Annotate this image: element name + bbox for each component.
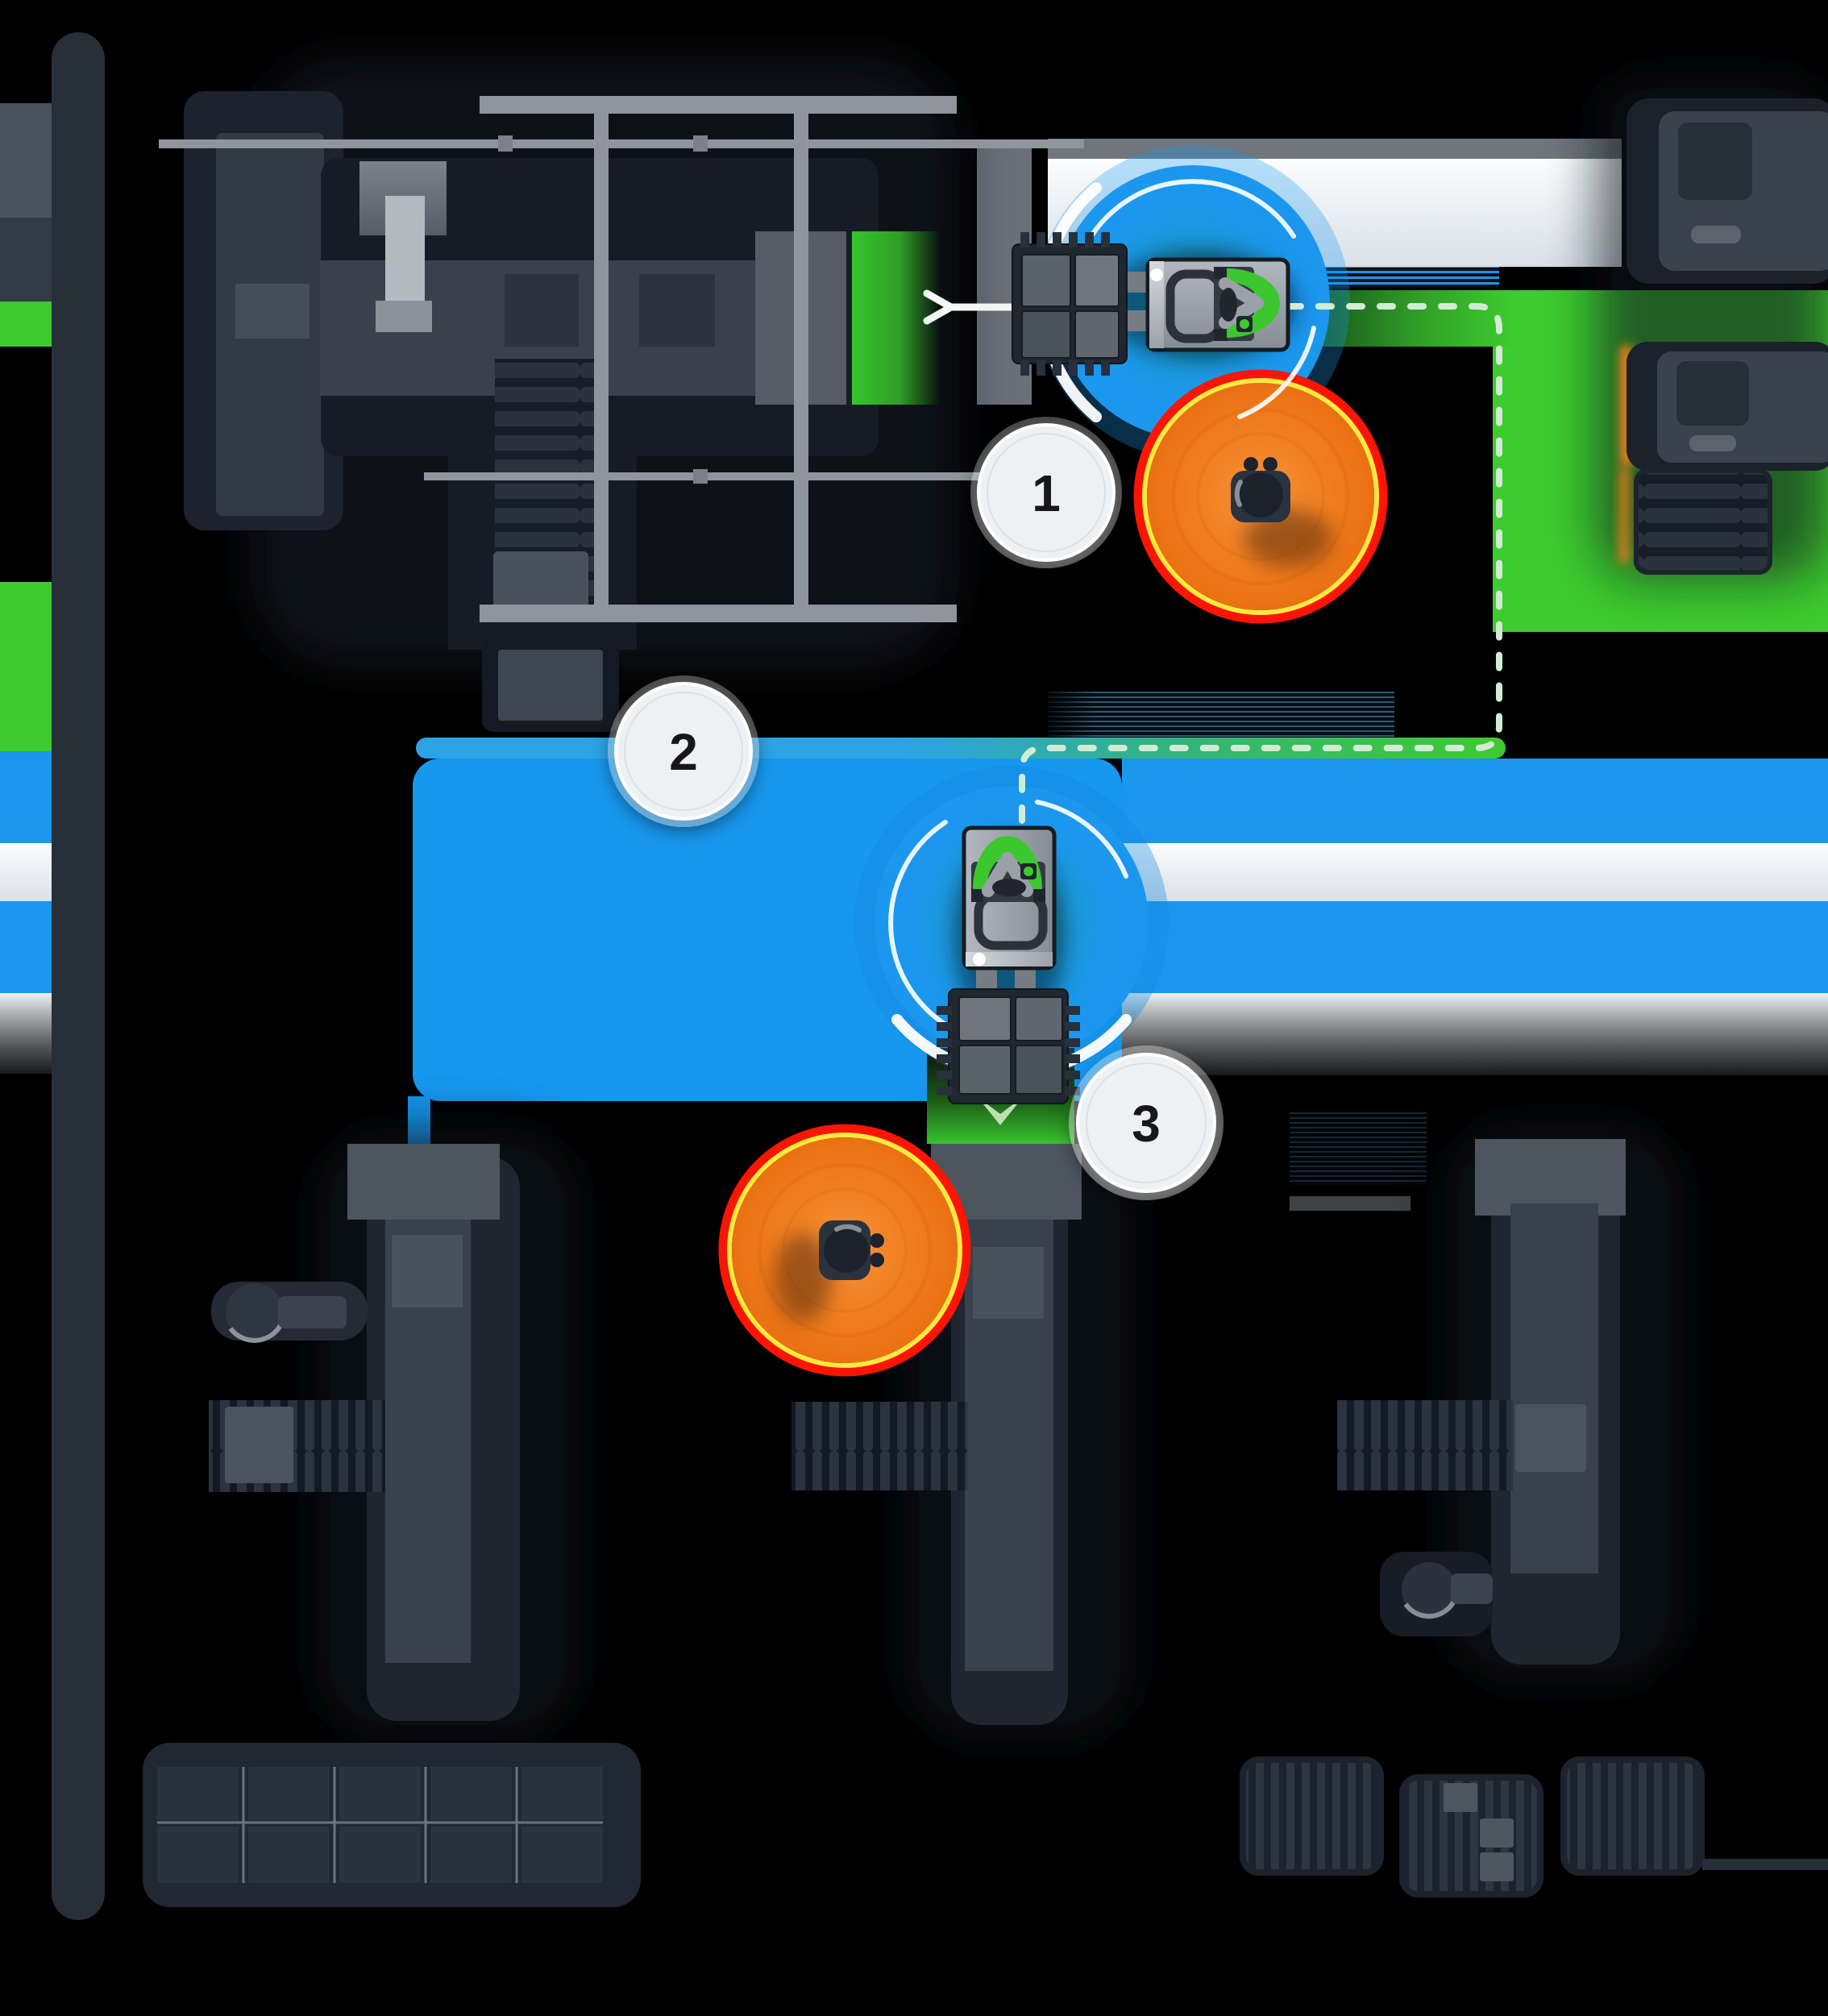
gantry-column xyxy=(594,105,609,614)
pallet-boxes-small xyxy=(1444,1783,1514,1881)
wall-shadow xyxy=(105,48,155,1902)
roller-highlight xyxy=(228,1324,283,1343)
station-conveyor xyxy=(1337,1400,1513,1490)
marker-circle[interactable] xyxy=(1076,1053,1216,1193)
gantry-rails xyxy=(159,96,1084,622)
lane-fade xyxy=(1048,692,1096,738)
station-conveyor xyxy=(791,1402,967,1490)
rail-node xyxy=(498,135,513,152)
lane-gray-remnant xyxy=(1290,1196,1410,1211)
worker-1-group xyxy=(1133,369,1388,624)
marker-circle[interactable] xyxy=(614,682,753,821)
lane-gray xyxy=(1048,139,1622,159)
station-right xyxy=(1337,1120,1685,1685)
marker-inner-ring xyxy=(624,692,743,811)
dock-handle xyxy=(1691,226,1741,243)
lane-stub-darkgray xyxy=(0,218,52,301)
gantry-beam-bottom xyxy=(480,605,957,622)
worker-2-group xyxy=(718,1124,971,1377)
zone-ripple xyxy=(1171,407,1350,586)
storage-rack xyxy=(143,1743,641,1907)
lane-fine-stripes xyxy=(1048,692,1394,738)
lane-white xyxy=(1122,843,1828,901)
step-marker-1[interactable]: 1 xyxy=(970,417,1122,568)
conveyor-package xyxy=(225,1407,293,1483)
floor-ledge xyxy=(1702,1859,1828,1870)
floor-pallet xyxy=(1560,1756,1705,1876)
marker-inner-ring xyxy=(1086,1062,1207,1183)
lane-white xyxy=(1122,993,1828,1075)
marker-2-label: 2 xyxy=(669,723,698,781)
cart-roller xyxy=(1402,1562,1456,1617)
lane-stub-green xyxy=(0,582,52,751)
station-column xyxy=(1510,1203,1598,1573)
zone-ripple xyxy=(757,1162,933,1338)
charging-dock-2-active xyxy=(1618,342,1828,575)
dock-handle xyxy=(1689,435,1736,451)
conveyor-package xyxy=(1515,1404,1586,1472)
production-machinery xyxy=(159,56,1084,732)
dock-port xyxy=(1676,361,1749,426)
floor-pallets xyxy=(1240,1756,1828,1898)
pickup-zone xyxy=(852,231,939,405)
machine-die xyxy=(639,274,715,347)
marker-3-label: 3 xyxy=(1132,1095,1161,1153)
hand-cart xyxy=(1380,1552,1493,1636)
floor-pallet xyxy=(1240,1756,1384,1876)
charging-dock-1 xyxy=(1627,98,1828,284)
lane-stub-green xyxy=(0,301,52,347)
rack-cells xyxy=(157,1767,603,1883)
wall-column xyxy=(52,32,105,1920)
station-hatch xyxy=(973,1247,1044,1319)
gantry-rail xyxy=(424,472,1072,480)
cart-pad xyxy=(1451,1573,1493,1604)
lane-stub-blue xyxy=(0,901,52,993)
step-marker-2[interactable]: 2 xyxy=(608,675,759,827)
station-head xyxy=(347,1144,500,1220)
gantry-rail xyxy=(159,139,1084,148)
rail-node xyxy=(693,135,708,152)
lane-stub-white xyxy=(0,843,52,901)
machine-block xyxy=(235,284,310,339)
lane-stub-white xyxy=(0,993,52,1074)
gantry-column xyxy=(794,105,808,614)
dropoff-chevron-icon xyxy=(977,1096,1024,1125)
marker-1-label: 1 xyxy=(1032,464,1061,522)
lane-blue xyxy=(1122,759,1828,843)
marker-inner-ring xyxy=(987,433,1106,552)
lane-blue xyxy=(1122,901,1828,993)
step-marker-3[interactable]: 3 xyxy=(1069,1045,1224,1200)
lane-stub-gray xyxy=(0,103,52,218)
agv-route-dashed-line xyxy=(1019,303,1502,894)
gantry-beam-top xyxy=(480,96,957,114)
marker-circle[interactable] xyxy=(977,423,1115,562)
station-hatch xyxy=(392,1235,463,1307)
roller-highlight xyxy=(1403,1599,1456,1619)
floor-lanes xyxy=(0,103,1828,1211)
rail-node xyxy=(693,469,708,484)
lane-fine-stripes xyxy=(1290,1111,1427,1185)
conveyor-package xyxy=(493,551,588,614)
route-strip xyxy=(416,738,1506,759)
worker-1-warn-ring xyxy=(1142,378,1379,615)
charging-glow xyxy=(1618,468,1630,564)
station-roller xyxy=(226,1283,284,1341)
worker-1-alert-ring xyxy=(1133,369,1388,624)
staged-package xyxy=(498,650,603,721)
lane-stub-blue xyxy=(0,751,52,843)
station-arm-pad xyxy=(278,1296,347,1328)
rack-separators xyxy=(157,1767,603,1883)
station-left xyxy=(209,1129,580,1741)
charging-docks xyxy=(1596,73,1828,580)
robot-arm-joint xyxy=(376,301,432,332)
dock-port xyxy=(1678,123,1752,200)
machine-die xyxy=(505,274,579,347)
worker-2-warn-ring xyxy=(727,1133,962,1368)
dock-pallet xyxy=(1634,468,1772,575)
station-head xyxy=(1475,1139,1626,1216)
fork-tip-icon xyxy=(923,289,1021,325)
worker-2-alert-ring xyxy=(718,1124,971,1377)
